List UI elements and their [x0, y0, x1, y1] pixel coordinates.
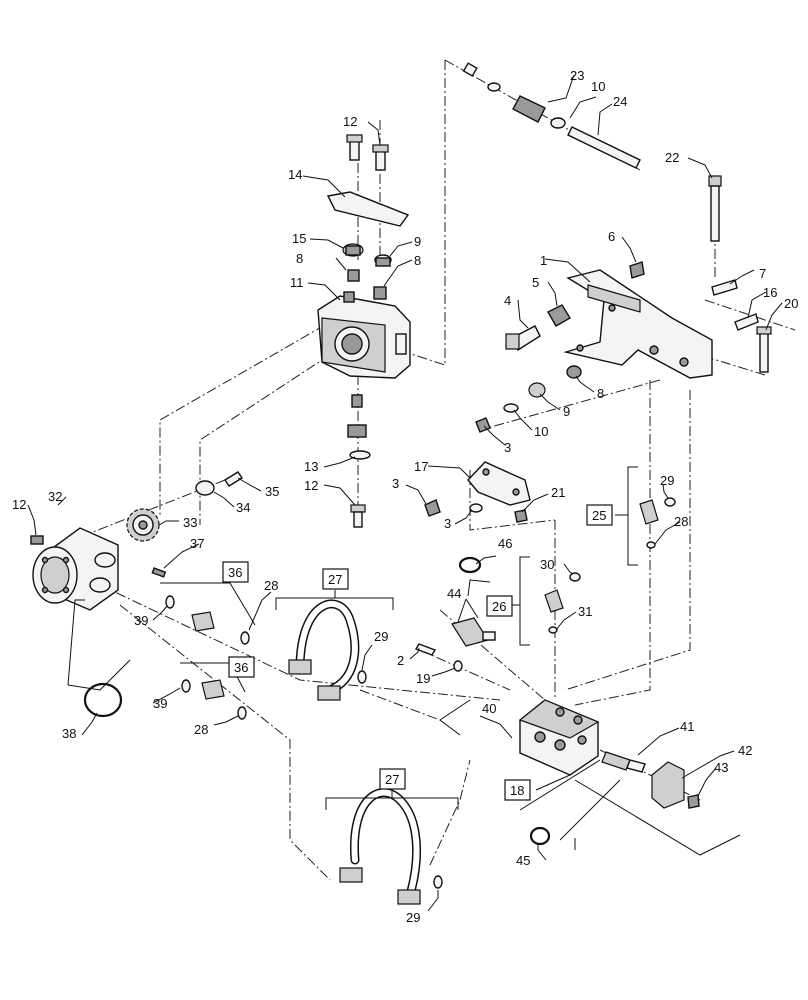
callout-5: 5 [532, 275, 539, 290]
callout-12: 12 [304, 478, 318, 493]
drive-gear [126, 508, 160, 542]
callout-46: 46 [498, 536, 512, 551]
callout-16: 16 [763, 285, 777, 300]
callout-39: 39 [134, 613, 148, 628]
hose-lower [339, 788, 443, 905]
callout-28: 28 [674, 514, 688, 529]
callout-9: 9 [414, 234, 421, 249]
callout-45: 45 [516, 853, 530, 868]
boxed-callout-18: 18 [510, 783, 524, 798]
callout-30: 30 [540, 557, 554, 572]
group-brackets [160, 466, 638, 810]
callout-42: 42 [738, 743, 752, 758]
callout-32: 32 [48, 489, 62, 504]
hydraulic-motor [30, 527, 119, 611]
callout-28: 28 [264, 578, 278, 593]
callout-24: 24 [613, 94, 627, 109]
callout-33: 33 [183, 515, 197, 530]
valves [414, 497, 700, 846]
callout-10: 10 [534, 424, 548, 439]
callout-43: 43 [714, 760, 728, 775]
callout-21: 21 [551, 485, 565, 500]
mounting-bracket [563, 269, 713, 379]
boxed-callout-27-frame [322, 568, 349, 590]
callout-35: 35 [265, 484, 279, 499]
boxed-callout-26-frame [486, 595, 513, 617]
callout-3: 3 [444, 516, 451, 531]
callout-44: 44 [447, 586, 461, 601]
leader-lines [27, 74, 783, 912]
callout-29: 29 [406, 910, 420, 925]
callout-23: 23 [570, 68, 584, 83]
boxed-callout-36-frame [228, 656, 255, 678]
callout-12: 12 [343, 114, 357, 129]
boxed-callout-25: 25 [592, 508, 606, 523]
callout-8: 8 [296, 251, 303, 266]
boxed-callout-36: 36 [228, 565, 242, 580]
callout-38: 38 [62, 726, 76, 741]
callout-8: 8 [414, 253, 421, 268]
callout-8: 8 [597, 386, 604, 401]
boxed-callout-27: 27 [328, 572, 342, 587]
boxed-callout-27-frame [379, 768, 406, 790]
callout-6: 6 [608, 229, 615, 244]
callout-29: 29 [660, 473, 674, 488]
boxed-callout-labels: 18 25 26 27 27 36 36 [222, 504, 613, 801]
callout-2: 2 [397, 653, 404, 668]
callout-17: 17 [414, 459, 428, 474]
callout-14: 14 [288, 167, 302, 182]
boxed-callout-25-frame [586, 504, 613, 526]
callout-28: 28 [194, 722, 208, 737]
callout-3: 3 [504, 440, 511, 455]
callout-34: 34 [236, 500, 250, 515]
callout-13: 13 [304, 459, 318, 474]
fittings-left [165, 595, 250, 720]
callout-29: 29 [374, 629, 388, 644]
callout-15: 15 [292, 231, 306, 246]
gear-hardware [83, 471, 243, 718]
callout-10: 10 [591, 79, 605, 94]
callout-1: 1 [540, 253, 547, 268]
manifold-block [518, 699, 600, 776]
boxed-callout-36-frame [222, 561, 249, 583]
spring-rod-assembly [462, 62, 722, 242]
boxed-callout-18-frame [504, 779, 531, 801]
callout-7: 7 [759, 266, 766, 281]
callout-labels: 1 2 3 3 3 4 5 6 7 8 8 8 9 9 10 10 11 12 … [12, 68, 798, 925]
callout-40: 40 [482, 701, 496, 716]
callout-31: 31 [578, 604, 592, 619]
callout-11: 11 [290, 275, 304, 290]
callout-12: 12 [12, 497, 26, 512]
callout-19: 19 [416, 671, 430, 686]
boxed-callout-26: 26 [492, 599, 506, 614]
housing-bottom-hardware [347, 394, 371, 528]
callout-4: 4 [504, 293, 511, 308]
callout-41: 41 [680, 719, 694, 734]
housing-top-hardware [326, 134, 410, 303]
callout-22: 22 [665, 150, 679, 165]
callout-20: 20 [784, 296, 798, 311]
callout-39: 39 [153, 696, 167, 711]
boxed-callout-36: 36 [234, 660, 248, 675]
plate-assembly [424, 461, 531, 523]
callout-37: 37 [190, 536, 204, 551]
callout-3: 3 [392, 476, 399, 491]
callout-9: 9 [563, 404, 570, 419]
pump-housing [317, 295, 411, 379]
bracket-hardware [475, 261, 772, 433]
boxed-callout-27: 27 [385, 772, 399, 787]
hose-upper [288, 599, 367, 701]
